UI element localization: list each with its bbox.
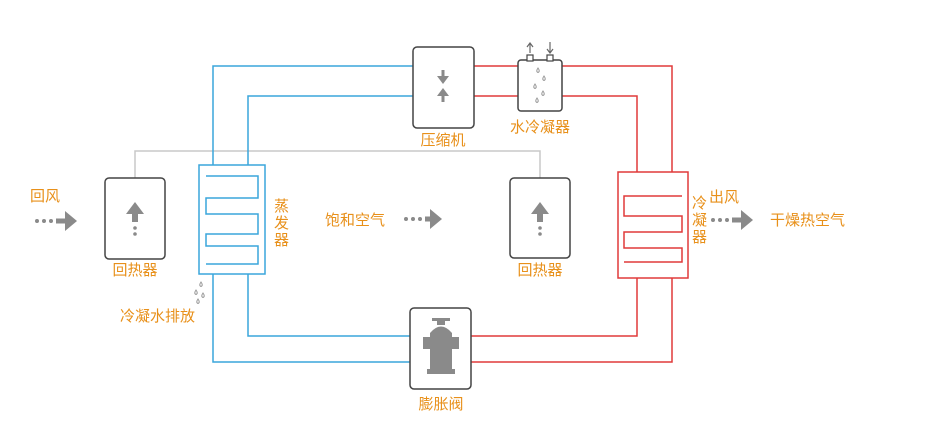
dotted-arrow-icon <box>35 211 77 231</box>
evaporator <box>198 164 266 275</box>
condenser-label-3: 器 <box>692 228 707 246</box>
evaporator-label-3: 器 <box>274 231 289 249</box>
air-duct-line <box>134 150 541 178</box>
compressor <box>412 46 475 129</box>
compressor-label: 压缩机 <box>420 131 465 149</box>
outlet-air-arrow <box>711 210 753 230</box>
water-flow-arrows <box>526 42 554 54</box>
water-condenser-label: 水冷凝器 <box>510 118 570 136</box>
water-drops-icon <box>533 67 546 104</box>
evaporator-label-1: 蒸 <box>274 197 289 215</box>
evaporator-label-2: 发 <box>274 214 289 232</box>
water-drops-icon <box>194 281 205 305</box>
expansion-valve-label: 膨胀阀 <box>418 395 463 413</box>
compress-arrows-icon <box>437 70 449 102</box>
reheater-left-label: 回热器 <box>112 261 157 279</box>
water-condenser <box>517 42 563 112</box>
reheater-right-label: 回热器 <box>517 261 562 279</box>
water-inlet-outlet-ports <box>526 54 554 62</box>
evaporator-coil <box>205 175 259 265</box>
dotted-arrow-icon <box>711 210 753 230</box>
return-air-label: 回风 <box>30 187 60 205</box>
reheater-left <box>104 177 166 260</box>
return-air-arrow <box>35 211 77 231</box>
condenser-coil <box>623 195 683 263</box>
up-arrow-icon <box>126 202 144 236</box>
condensate-drain-label: 冷凝水排放 <box>120 307 195 325</box>
dotted-arrow-icon <box>404 209 442 229</box>
reheater-right <box>509 177 571 259</box>
condenser-label-2: 凝 <box>692 211 707 229</box>
saturated-air-label: 饱和空气 <box>325 211 385 229</box>
saturated-air-arrow <box>404 209 442 229</box>
outlet-air-label: 出风 <box>709 188 739 206</box>
expansion-valve <box>409 307 472 390</box>
condenser-label-1: 冷 <box>692 194 707 212</box>
up-arrow-icon <box>531 202 549 236</box>
valve-icon <box>423 318 459 374</box>
dry-hot-air-label: 干燥热空气 <box>770 211 845 229</box>
condenser <box>617 171 689 279</box>
